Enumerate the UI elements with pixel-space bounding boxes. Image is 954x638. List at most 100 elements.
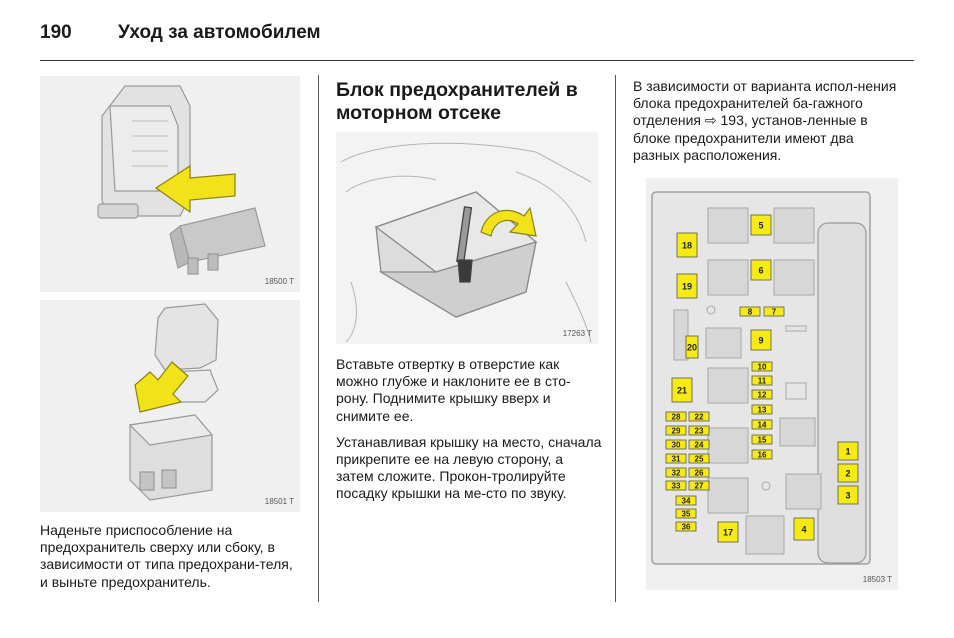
fuse-5-label: 5 — [758, 221, 763, 231]
fuse-32-label: 32 — [672, 469, 681, 478]
fuse-20-label: 20 — [687, 343, 697, 353]
figure-code-18500: 18500 T — [264, 277, 294, 286]
fuse-27-label: 27 — [695, 482, 704, 491]
left-caption: Наденьте приспособление на предохранител… — [40, 522, 304, 600]
fuse-puller-side-illustration: 18500 T — [40, 76, 300, 292]
fuse-23-box — [688, 425, 710, 436]
fuse-28-box — [665, 411, 687, 422]
fuse-19-box — [676, 273, 698, 299]
fuse-1-label: 1 — [845, 447, 850, 457]
column-divider-right — [615, 75, 616, 602]
fuse-12-label: 12 — [758, 391, 767, 400]
fuse-26-box — [688, 467, 710, 478]
fuse-6-box — [750, 259, 772, 281]
fuse-31-label: 31 — [672, 455, 681, 464]
fuse-2-box — [837, 463, 859, 483]
fuse-35-label: 35 — [682, 510, 691, 519]
fuse-17-box — [717, 521, 739, 543]
fuse-18-box — [676, 232, 698, 258]
fuse-19-label: 19 — [682, 282, 692, 292]
engine-fuse-box-drawing — [340, 142, 592, 343]
page-header: 190 Уход за автомобилем — [40, 20, 914, 60]
fuse-30-label: 30 — [672, 441, 681, 450]
fuse-12-box — [751, 389, 773, 400]
section-title: Уход за автомобилем — [118, 22, 321, 43]
fuse-9-label: 9 — [758, 336, 763, 346]
figure-code-18501: 18501 T — [264, 497, 294, 506]
fuse-14-label: 14 — [758, 421, 767, 430]
middle-paragraph-1: Вставьте отвертку в отверстие как можно … — [336, 356, 571, 424]
fuse-8-box — [739, 306, 761, 317]
yellow-arrow-curved — [480, 206, 537, 237]
fuse-5-box — [750, 214, 772, 236]
yellow-arrow-down — [134, 361, 189, 413]
fuse-4-box — [793, 517, 815, 541]
middle-body: Вставьте отвертку в отверстие как можно … — [336, 356, 602, 512]
fuse-7-box — [763, 306, 785, 317]
fuse-labels-group: 1234567891011121314151617181920212223242… — [665, 214, 859, 543]
header-rule — [40, 60, 914, 61]
fuse-25-box — [688, 453, 710, 464]
fuse-3-label: 3 — [845, 491, 850, 501]
fuse-21-label: 21 — [677, 386, 687, 396]
fuse-puller-top-drawing — [128, 303, 219, 501]
fuse-33-label: 33 — [672, 482, 681, 491]
fuse-29-box — [665, 425, 687, 436]
fuse-11-box — [751, 375, 773, 386]
page-number: 190 — [40, 22, 72, 43]
fuse-21-box — [671, 377, 693, 403]
right-body: В зависимости от варианта испол-нения бл… — [633, 78, 899, 173]
right-paragraph: В зависимости от варианта испол-нения бл… — [633, 78, 897, 163]
left-caption-text: Наденьте приспособление на предохранител… — [40, 522, 293, 590]
fuse-29-label: 29 — [672, 427, 681, 436]
fuse-36-box — [675, 521, 697, 532]
fuse-18-label: 18 — [682, 241, 692, 251]
fuse-33-box — [665, 480, 687, 491]
fuse-24-label: 24 — [695, 441, 704, 450]
fuse-28-label: 28 — [672, 413, 681, 422]
fuse-9-box — [750, 329, 772, 351]
trunk-fuse-box-drawing: 1234567891011121314151617181920212223242… — [651, 191, 871, 565]
fuse-15-label: 15 — [758, 436, 767, 445]
fuse-13-label: 13 — [758, 406, 767, 415]
middle-paragraph-2: Устанавливая крышку на место, сначала пр… — [336, 433, 602, 502]
fuse-10-label: 10 — [758, 363, 767, 372]
fuse-30-box — [665, 439, 687, 450]
fuse-35-box — [675, 508, 697, 519]
fuse-16-box — [751, 449, 773, 460]
fuse-22-box — [688, 411, 710, 422]
fuse-34-box — [675, 495, 697, 506]
figure-code-17263: 17263 T — [562, 329, 592, 338]
fuse-1-box — [837, 441, 859, 461]
fuse-36-label: 36 — [682, 523, 691, 532]
fuse-24-box — [688, 439, 710, 450]
fuse-14-box — [751, 419, 773, 430]
fuse-box-engine-heading: Блок предохранителей в моторном отсеке — [336, 79, 578, 124]
fuse-4-label: 4 — [801, 525, 806, 535]
fuse-7-label: 7 — [772, 308, 777, 317]
fuse-10-box — [751, 361, 773, 372]
fuse-23-label: 23 — [695, 427, 704, 436]
column-divider-left — [318, 75, 319, 602]
fuse-puller-top-illustration: 18501 T — [40, 300, 300, 512]
fuse-13-box — [751, 404, 773, 415]
fuse-31-box — [665, 453, 687, 464]
fuse-17-label: 17 — [723, 528, 733, 538]
yellow-arrow-left — [154, 164, 236, 214]
fuse-20-box — [685, 335, 699, 359]
fuse-6-label: 6 — [758, 266, 763, 276]
fuse-15-box — [751, 434, 773, 445]
fuse-3-box — [837, 485, 859, 505]
fuse-22-label: 22 — [695, 413, 704, 422]
fuse-8-label: 8 — [748, 308, 753, 317]
fuse-puller-side-drawing — [97, 85, 266, 275]
fuse-11-label: 11 — [758, 377, 767, 386]
fuse-27-box — [688, 480, 710, 491]
fuse-26-label: 26 — [695, 469, 704, 478]
engine-fuse-box-illustration: 17263 T — [336, 132, 598, 344]
fuse-25-label: 25 — [695, 455, 704, 464]
figure-code-18503: 18503 T — [862, 575, 892, 584]
fuse-2-label: 2 — [845, 469, 850, 479]
fuse-34-label: 34 — [682, 497, 691, 506]
